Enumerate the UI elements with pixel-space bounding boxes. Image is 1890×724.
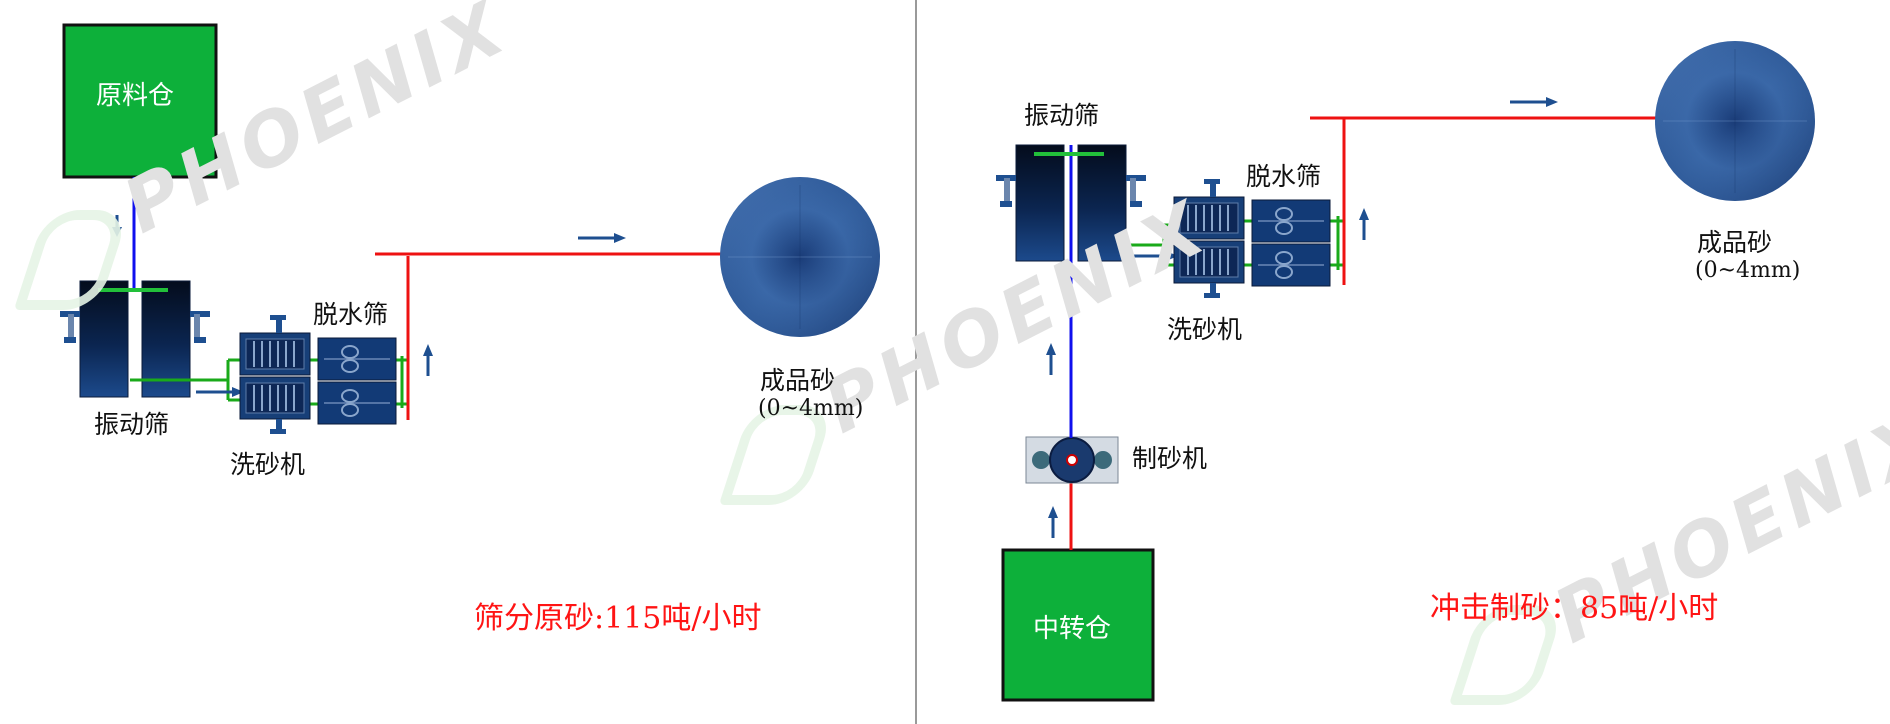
transfer-bin-label: 中转仓 (1033, 614, 1112, 644)
product-size-label-right: (0~4mm) (1695, 258, 1801, 283)
raw-material-bin (62, 23, 218, 179)
dewatering-screen-label-right: 脱水筛 (1246, 162, 1322, 191)
sand-washer-left (239, 314, 311, 435)
dewatering-screen-left (317, 337, 397, 425)
sand-pile-right (1654, 40, 1816, 202)
left-process (58, 23, 881, 435)
sand-washer-label-right: 洗砂机 (1167, 315, 1243, 344)
vibrating-screen-label-left: 振动筛 (94, 410, 170, 439)
capacity-text-left: 筛分原砂:115吨/小时 (474, 601, 762, 636)
right-process (994, 40, 1816, 702)
sand-pile-left (719, 176, 881, 338)
sand-washer-label-left: 洗砂机 (230, 450, 306, 479)
dewatering-screen-right (1251, 199, 1331, 287)
product-sand-label-left: 成品砂 (760, 366, 836, 395)
dewatering-screen-label-left: 脱水筛 (313, 300, 389, 329)
sand-maker-label: 制砂机 (1132, 444, 1208, 473)
product-size-label-left: (0~4mm) (758, 396, 864, 421)
green-connector-right (1125, 216, 1344, 270)
sand-making-machine (1025, 436, 1119, 484)
vibrating-screen-label-right: 振动筛 (1024, 101, 1100, 130)
transfer-bin (1001, 548, 1155, 702)
capacity-text-right: 冲击制砂：85吨/小时 (1430, 591, 1719, 626)
product-sand-label-right: 成品砂 (1697, 228, 1773, 257)
raw-material-bin-label: 原料仓 (96, 81, 175, 111)
green-connector-left (130, 356, 408, 408)
